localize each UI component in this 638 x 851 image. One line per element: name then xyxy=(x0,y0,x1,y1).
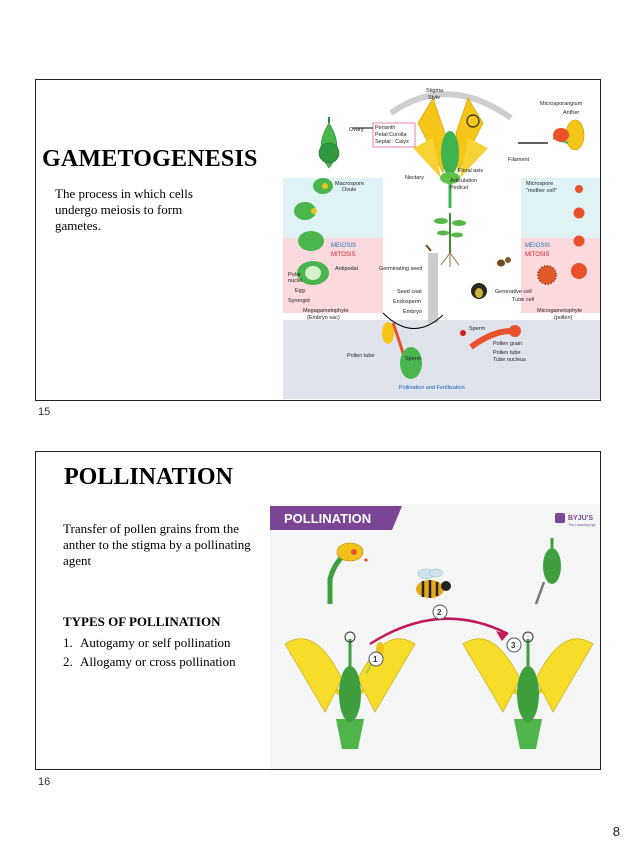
label-seed-coat: Seed coat xyxy=(397,289,422,295)
label-sperm-top: Sperm xyxy=(469,326,486,332)
label-microspore: Microspore xyxy=(526,181,553,187)
slide-title: GAMETOGENESIS xyxy=(42,146,258,173)
label-embryo-sac: (Embryo sac) xyxy=(307,315,340,321)
cycle-arc xyxy=(391,94,511,118)
label-meiosis-right: MEIOSIS xyxy=(525,243,550,249)
label-nuclei: nuclei xyxy=(288,278,302,284)
label-tube-cell: Tube cell xyxy=(512,297,534,303)
slide-title: POLLINATION xyxy=(64,464,233,491)
list-text: Allogamy or cross pollination xyxy=(80,654,236,670)
label-generative-cell: Generative cell xyxy=(495,289,532,295)
slide-pollination: POLLINATION Transfer of pollen grains fr… xyxy=(35,451,601,770)
step-1-label: 1 xyxy=(373,655,378,664)
step-3-label: 3 xyxy=(511,641,516,650)
label-microsporangium: Microsporangium xyxy=(540,101,583,107)
label-perianth: Perianth xyxy=(375,125,396,131)
label-stigma: Stigma xyxy=(426,88,444,94)
label-nectary: Nectary xyxy=(405,175,424,181)
label-synergid: Synergid xyxy=(288,298,310,304)
label-embryo: Embryo xyxy=(403,309,422,315)
label-pollination-fertilization: Pollination and Fertilization xyxy=(399,385,465,391)
gametogenesis-diagram: Stigma Style Microsporangium Anther Ovar… xyxy=(283,83,601,399)
slide-number: 15 xyxy=(38,406,50,418)
step-2-label: 2 xyxy=(437,608,442,617)
banner-title: POLLINATION xyxy=(284,511,371,526)
page-number: 8 xyxy=(613,824,620,839)
label-articulation: Articulation xyxy=(450,178,477,184)
label-style: Style xyxy=(428,95,440,101)
anther-drawing xyxy=(553,120,584,150)
label-antipodal: Antipodal xyxy=(335,266,358,272)
label-mother-cell: "mother cell" xyxy=(526,188,557,194)
central-flower xyxy=(413,98,488,208)
label-petal: Petal:Corolla xyxy=(375,132,407,138)
slide-gametogenesis: GAMETOGENESIS The process in which cells… xyxy=(35,79,601,401)
label-pollen-tube-right: Pollen tube xyxy=(493,350,521,356)
types-heading: TYPES OF POLLINATION xyxy=(63,614,263,630)
brand-sub: The Learning App xyxy=(568,523,596,527)
label-sperm-bottom: Sperm xyxy=(405,356,422,362)
pollination-figure: POLLINATION BYJU'S The Learning App xyxy=(270,504,600,769)
seedling xyxy=(434,213,466,267)
label-pedicel: Pedicel xyxy=(450,185,468,191)
label-floral-axis: Floral axis xyxy=(458,168,483,174)
list-item: 2. Allogamy or cross pollination xyxy=(63,654,263,670)
slide-number: 16 xyxy=(38,776,50,788)
label-endosperm: Endosperm xyxy=(393,299,422,305)
list-number: 2. xyxy=(63,654,80,670)
label-pollen-grain: Pollen grain xyxy=(493,341,522,347)
label-germinating-seed: Germinating seed xyxy=(379,266,422,272)
label-anther: Anther xyxy=(563,110,579,116)
label-mitosis-right: MITOSIS xyxy=(525,252,550,258)
label-pollen: (pollen) xyxy=(554,315,573,321)
label-septal: Septal : Calyx xyxy=(375,139,409,145)
label-meiosis-left: MEIOSIS xyxy=(331,243,356,249)
label-ovule: Ovule xyxy=(342,187,356,193)
label-megagametophyte: Megagametophyte xyxy=(303,308,349,314)
list-item: 1. Autogamy or self pollination xyxy=(63,635,263,651)
label-ovary: Ovary xyxy=(349,127,364,133)
label-microgametophyte: Microgametophyte xyxy=(537,308,582,314)
slide-body-text: The process in which cells undergo meios… xyxy=(55,186,225,234)
meiosis-panel-right xyxy=(521,178,601,238)
slide-body-text: Transfer of pollen grains from the anthe… xyxy=(63,521,253,569)
pollination-types: TYPES OF POLLINATION 1. Autogamy or self… xyxy=(63,614,263,673)
label-filament: Filament xyxy=(508,157,530,163)
brand-name: BYJU'S xyxy=(568,515,593,522)
list-number: 1. xyxy=(63,635,80,651)
list-text: Autogamy or self pollination xyxy=(80,635,231,651)
label-mitosis-left: MITOSIS xyxy=(331,252,356,258)
brand-logo-icon xyxy=(555,513,565,523)
label-egg: Egg xyxy=(295,288,305,294)
label-tube-nucleus: Tube nucleus xyxy=(493,357,526,363)
label-pollen-tube-left: Pollen tube xyxy=(347,353,375,359)
ovary-drawing xyxy=(319,117,339,168)
